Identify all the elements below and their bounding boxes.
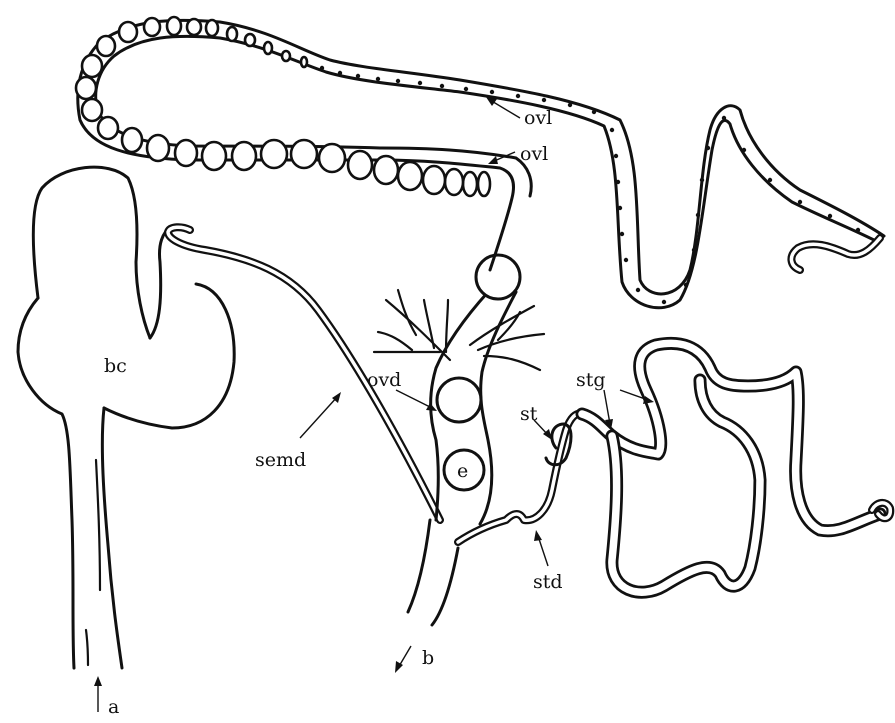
label-ovl: ovl — [524, 107, 552, 129]
label-bc: bc — [104, 355, 127, 377]
label-semd: semd — [255, 449, 306, 471]
bursa-copulatrix — [18, 167, 234, 668]
labels: ovl ovl bc ovd st stg semd e std b a — [104, 107, 606, 718]
common-duct — [408, 520, 458, 625]
label-stg: stg — [576, 369, 606, 391]
label-ovl-2: ovl — [520, 143, 548, 165]
oviduct-egg-upper — [476, 255, 520, 299]
spermathecal-complex — [458, 343, 890, 592]
label-std: std — [533, 571, 563, 593]
label-ovd: ovd — [367, 369, 401, 391]
oviduct-egg-middle — [437, 378, 481, 422]
oviduct — [431, 255, 520, 524]
label-a: a — [108, 696, 119, 718]
label-e: e — [457, 460, 468, 482]
label-b: b — [422, 647, 434, 669]
label-st: st — [520, 403, 538, 425]
